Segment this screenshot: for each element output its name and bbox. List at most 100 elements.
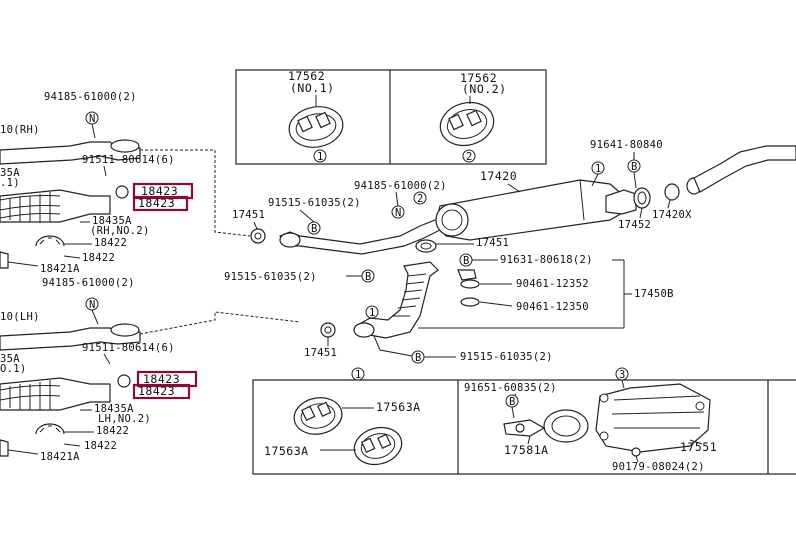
callout-b-a: B: [307, 221, 321, 235]
gasket-17451-b: [415, 239, 437, 253]
label-90461-b: 90461-12350: [516, 301, 589, 313]
label-90461-a: 90461-12352: [516, 278, 589, 290]
center-pipe-17450b: [353, 261, 439, 339]
label-91641: 91641-80840: [590, 139, 663, 151]
callout-1-top: 1: [313, 149, 327, 163]
callout-1-pipe: 1: [365, 305, 379, 319]
label-17420x: 17420X: [652, 209, 692, 221]
callout-b-b: B: [361, 269, 375, 283]
tailpipe-17420x: [664, 145, 796, 201]
label-18435a-lh: 18435A: [94, 403, 134, 415]
front-pipe-lh: [0, 311, 301, 351]
label-17563a-b: 17563A: [264, 444, 309, 458]
bolt-90179: [631, 447, 641, 457]
clamp-18422-rh-a: [35, 235, 65, 247]
heat-insulator-17551: [595, 383, 711, 453]
label-18422-b: 18422: [82, 252, 115, 264]
bracket-17450b: [418, 259, 632, 329]
svg-text:B: B: [365, 271, 372, 283]
label-17450b: 17450B: [634, 288, 674, 300]
label-18435a-lh-suffix: LH,NO.2): [98, 413, 151, 425]
label-18422-d: 18422: [84, 440, 117, 452]
label-18421a-bot: 18421A: [40, 451, 80, 463]
hanger-17562-no2: [439, 96, 495, 147]
svg-text:N: N: [89, 113, 96, 125]
callout-n-top: N: [85, 111, 99, 125]
label-91651: 91651-60835(2): [464, 382, 557, 394]
label-94185-mid: 94185-61000(2): [42, 277, 135, 289]
label-18422-c: 18422: [96, 425, 129, 437]
label-435a-bot: 35A: [0, 353, 20, 365]
hanger-17563a-a: [293, 397, 343, 435]
label-18435a-rh: 18435A: [92, 215, 132, 227]
callout-b-c: B: [411, 350, 425, 364]
label-17562-no1: 17562: [288, 69, 325, 83]
label-91631: 91631-80618(2): [500, 254, 593, 266]
catalytic-converter-lh: [0, 377, 111, 411]
gasket-18423-lh: [117, 374, 131, 388]
highlight-18423-d: [132, 383, 191, 400]
svg-text:1: 1: [355, 369, 362, 381]
label-17581a: 17581A: [504, 443, 549, 457]
callout-n-right: N: [391, 205, 405, 219]
label-435a-top: 35A: [0, 167, 20, 179]
label-18423-c: 18423: [143, 372, 180, 386]
callout-b-91631: B: [459, 253, 473, 267]
label-17563a-a: 17563A: [376, 400, 421, 414]
callout-1-center: 1: [591, 161, 605, 175]
label-17551: 17551: [680, 440, 717, 454]
label-17562-no1-suffix: (NO.1): [290, 81, 335, 95]
gasket-17451-c: [320, 322, 336, 338]
bracket-18421a-lh: [0, 439, 39, 457]
gasket-17451-a: [250, 228, 266, 244]
hanger-17563a-b: [353, 426, 403, 466]
hanger-17562-no1: [288, 95, 344, 148]
label-10-rh: 10(RH): [0, 124, 40, 136]
label-17451-b: 17451: [476, 237, 509, 249]
label-91511-top: 91511-80614(6): [82, 154, 175, 166]
inset-box-bottom: [252, 379, 796, 475]
svg-text:2: 2: [466, 151, 473, 163]
spring-90461-a: [460, 279, 480, 289]
svg-text:B: B: [509, 396, 516, 408]
svg-text:B: B: [463, 255, 470, 267]
front-pipe-rh: [0, 139, 251, 237]
spring-90461-b: [460, 297, 480, 307]
muffler-17420: [435, 179, 637, 241]
hanger-17581a: [503, 409, 589, 443]
catalytic-converter-rh: [0, 189, 111, 223]
callout-2-top: 2: [462, 149, 476, 163]
label-94185-right: 94185-61000(2): [354, 180, 447, 192]
label-o1-bot: O.1): [0, 363, 27, 375]
svg-text:B: B: [415, 352, 422, 364]
label-18435a-rh-suffix: (RH,NO.2): [90, 225, 150, 237]
label-17451-a: 17451: [232, 209, 265, 221]
label-90179: 90179-08024(2): [612, 461, 705, 473]
label-17451-c: 17451: [304, 347, 337, 359]
callout-n-mid: N: [85, 297, 99, 311]
label-91515-a: 91515-61035(2): [268, 197, 361, 209]
svg-text:N: N: [89, 299, 96, 311]
label-18423-d: 18423: [138, 384, 175, 398]
label-17420: 17420: [480, 169, 517, 183]
svg-text:1: 1: [369, 307, 376, 319]
svg-text:1: 1: [595, 163, 602, 175]
label-17562-no2-suffix: (NO.2): [462, 82, 507, 96]
svg-text:3: 3: [619, 369, 626, 381]
svg-text:N: N: [395, 207, 402, 219]
label-17452: 17452: [618, 219, 651, 231]
callout-b-91641: B: [627, 159, 641, 173]
callout-3-bottom: 3: [615, 367, 629, 381]
callout-1-bottom: 1: [351, 367, 365, 381]
callout-b-91651: B: [505, 394, 519, 408]
svg-text:2: 2: [417, 193, 424, 205]
label-91515-b: 91515-61035(2): [224, 271, 317, 283]
label-18423-b: 18423: [138, 196, 175, 210]
bracket-18421a-rh: [0, 251, 39, 269]
label-18422-a: 18422: [94, 237, 127, 249]
svg-text:1: 1: [317, 151, 324, 163]
callout-2-center: 2: [413, 191, 427, 205]
svg-text:B: B: [311, 223, 318, 235]
bolt-91631: [457, 269, 477, 281]
